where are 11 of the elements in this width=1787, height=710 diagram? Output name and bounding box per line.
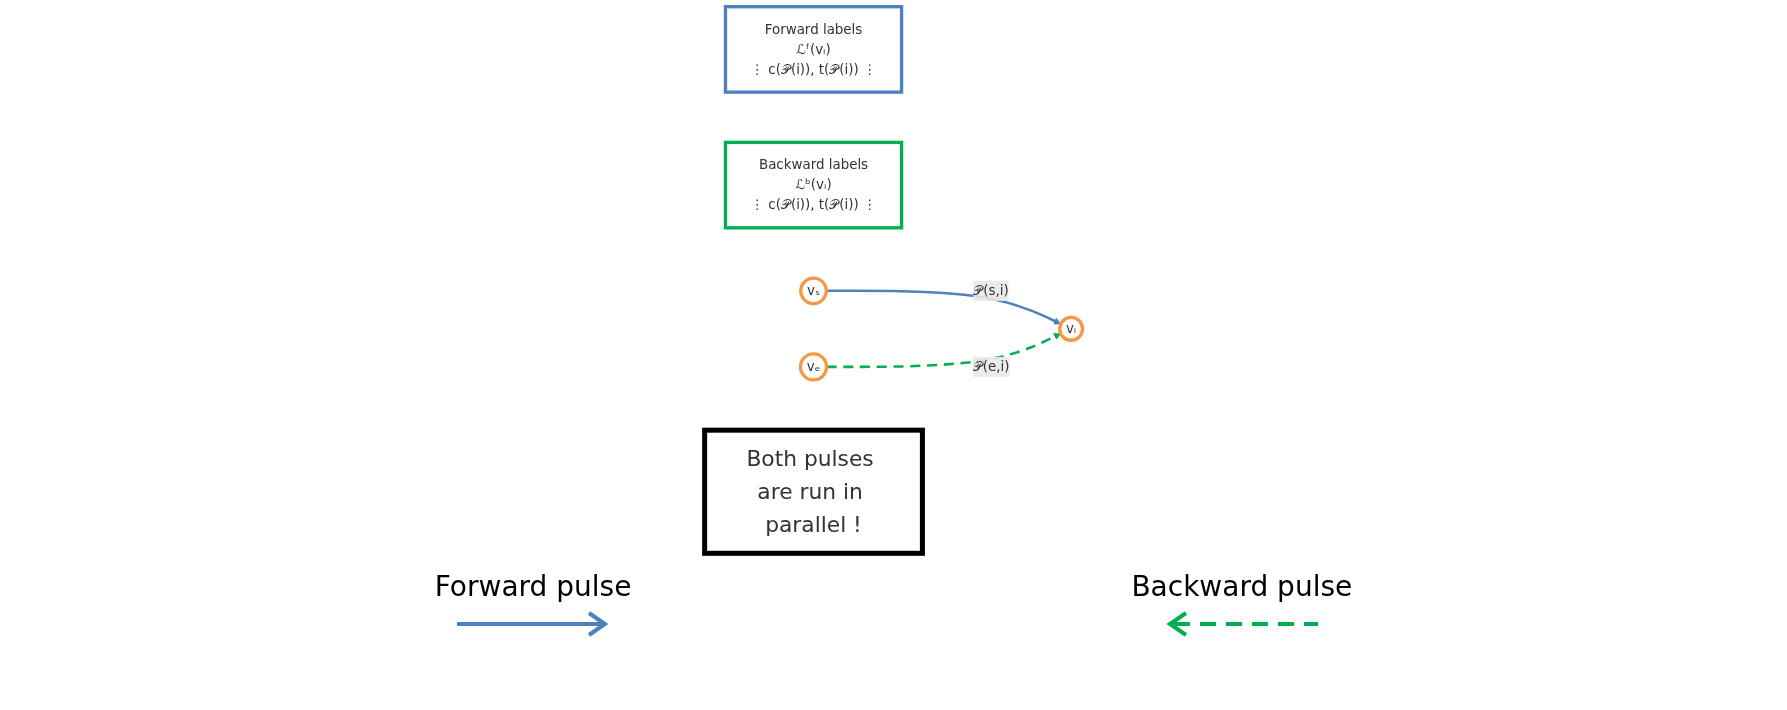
arrow-caption: Forward pulse [434,570,632,603]
edge-label: 𝒫(e,i) [972,358,1010,375]
node-box: Forward labels ℒᶠ(vᵢ) ⋮ c(𝒫(i)), t(𝒫(i)) ⋮ [723,5,904,94]
edge-label: 𝒫(s,i) [973,282,1009,299]
node-box: Backward labels ℒᵇ(vᵢ) ⋮ c(𝒫(i)), t(𝒫(i)) ⋮ [723,140,904,230]
node-circle: vₛ [799,276,828,306]
node-circle: vₑ [798,352,829,382]
arrow [826,289,1061,325]
node-box: Both pulses are run in parallel ! [702,427,925,556]
node-circle: vᵢ [1057,315,1085,342]
arrow-caption: Backward pulse [1131,570,1353,603]
